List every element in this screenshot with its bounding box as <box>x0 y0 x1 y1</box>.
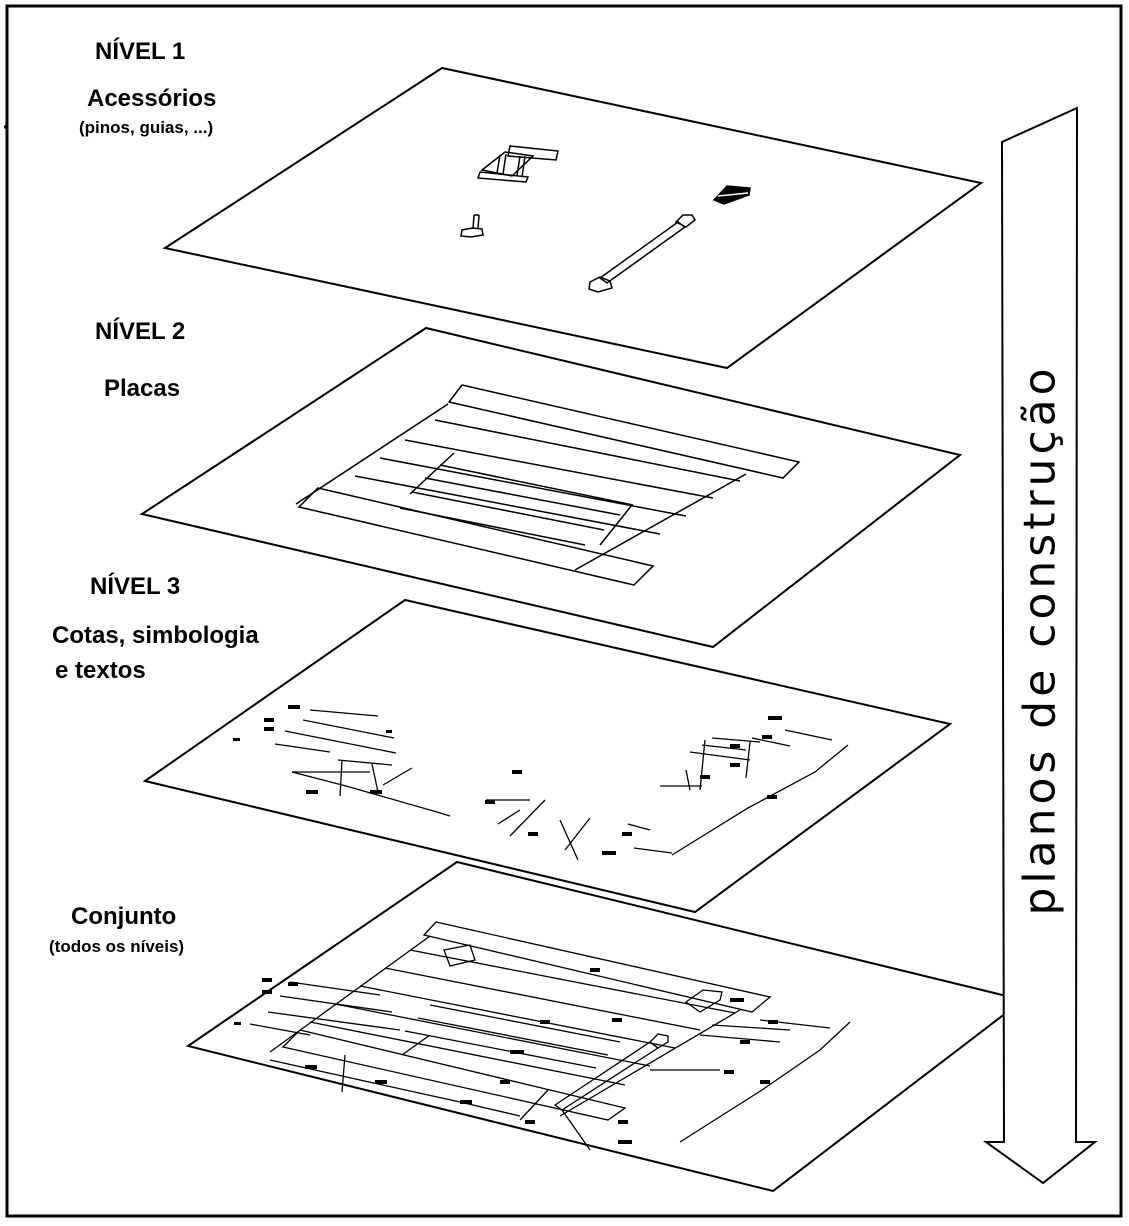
level-2-title: NÍVEL 2 <box>95 318 185 346</box>
arrow-label: planos de construção <box>1015 364 1066 915</box>
stray-dot <box>4 125 8 129</box>
level-1-sheet <box>165 68 981 368</box>
assembly-title: Conjunto <box>71 903 176 931</box>
level-1-subtitle: Acessórios <box>87 85 216 113</box>
assembly-note: (todos os níveis) <box>49 937 184 957</box>
level-1-title: NÍVEL 1 <box>95 38 185 66</box>
level-3-title: NÍVEL 3 <box>90 573 180 601</box>
level-2-subtitle: Placas <box>104 375 180 403</box>
assembly-sheet <box>188 862 1023 1191</box>
level-3-subtitle-line2: e textos <box>55 657 146 685</box>
level-3-sheet <box>145 600 950 912</box>
level-1-note: (pinos, guias, ...) <box>79 118 213 138</box>
level-3-subtitle-line1: Cotas, simbologia <box>52 622 259 650</box>
